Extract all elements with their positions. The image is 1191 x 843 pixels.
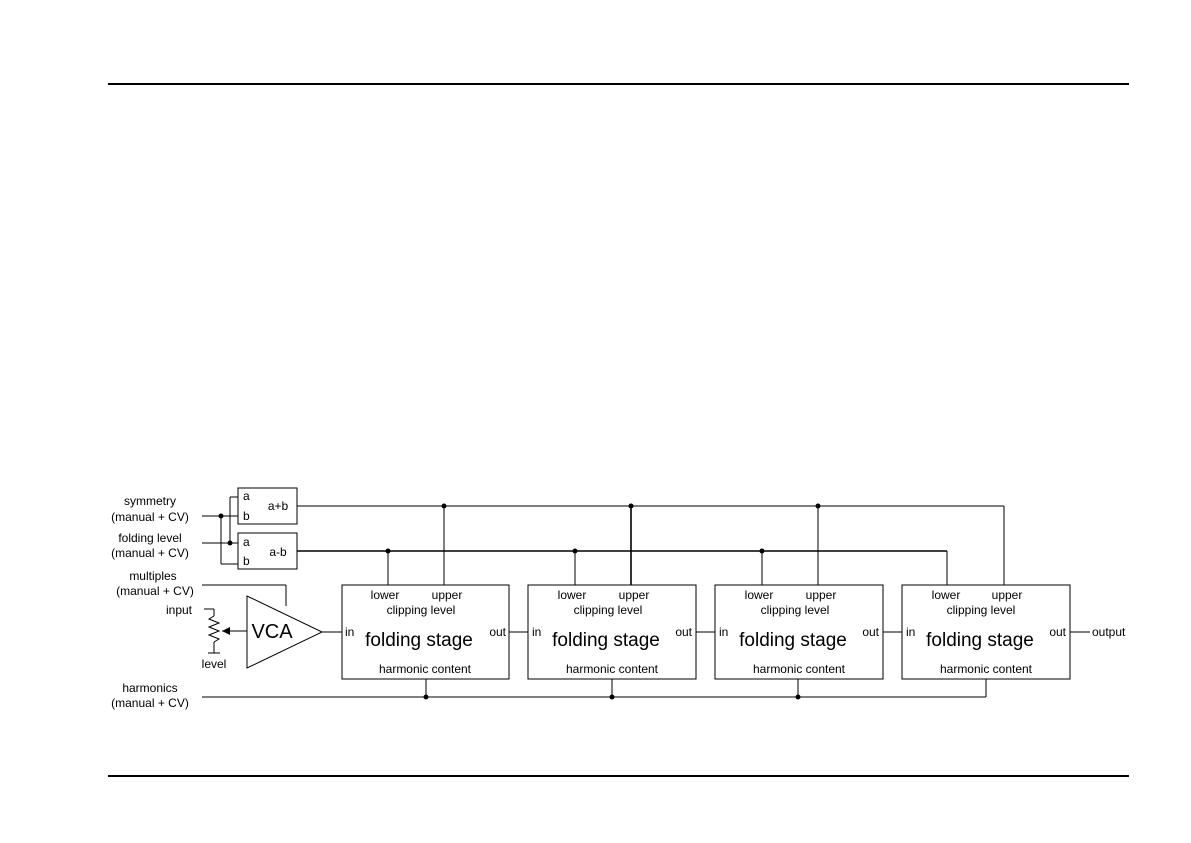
sum-a-label: a [243,489,250,503]
upper-bus [297,503,1005,585]
input-label: input [166,603,193,617]
sum-box: a b a+b [237,487,298,525]
harmonics-label: harmonics [122,681,177,695]
harmonics-sub-label: (manual + CV) [111,696,189,710]
vca-label: VCA [251,621,293,643]
stage-harmonic-label: harmonic content [753,662,846,676]
stage-title: folding stage [552,630,660,651]
stage-out-label: out [1049,625,1066,639]
stage-clipping-label: clipping level [387,603,456,617]
stage-in-label: in [532,625,541,639]
level-potentiometer [204,608,247,654]
diff-op-label: a-b [269,545,287,559]
stage-clipping-label: clipping level [947,603,1016,617]
multiples-sub-label: (manual + CV) [116,584,194,598]
stage-out-label: out [862,625,879,639]
stage-out-label: out [489,625,506,639]
stage-title: folding stage [365,630,473,651]
stage-title: folding stage [926,630,1034,651]
lower-bus [297,548,948,585]
diff-b-label: b [243,554,250,568]
input-wiring [202,496,238,565]
folding-stage-1: lower upper clipping level in out foldin… [341,584,510,680]
folding-stage-2: lower upper clipping level in out foldin… [527,584,697,680]
multiples-wiring [202,584,287,606]
stage-harmonic-label: harmonic content [566,662,659,676]
stage-upper-label: upper [432,588,463,602]
stage-lower-label: lower [932,588,961,602]
output-label: output [1092,625,1126,639]
folding-stage-4: lower upper clipping level in out foldin… [901,584,1071,680]
sum-op-label: a+b [268,499,289,513]
level-label: level [202,657,227,671]
harmonics-bus [202,679,987,700]
stage-out-label: out [675,625,692,639]
stage-upper-label: upper [992,588,1023,602]
stage-lower-label: lower [371,588,400,602]
stage-harmonic-label: harmonic content [940,662,1033,676]
sum-b-label: b [243,509,250,523]
stage-lower-label: lower [745,588,774,602]
symmetry-sub-label: (manual + CV) [111,510,189,524]
stage-clipping-label: clipping level [574,603,643,617]
symmetry-label: symmetry [124,494,176,508]
folding-stage-3: lower upper clipping level in out foldin… [714,584,884,680]
diff-a-label: a [243,535,250,549]
stage-upper-label: upper [806,588,837,602]
stage-lower-label: lower [558,588,587,602]
folding-level-sub-label: (manual + CV) [111,546,189,560]
stage-in-label: in [345,625,354,639]
stage-upper-label: upper [619,588,650,602]
stage-in-label: in [906,625,915,639]
stage-title: folding stage [739,630,847,651]
stage-in-label: in [719,625,728,639]
multiples-label: multiples [129,569,176,583]
vca: VCA [246,595,342,669]
diff-box: a b a-b [237,532,298,570]
stage-harmonic-label: harmonic content [379,662,472,676]
stage-clipping-label: clipping level [761,603,830,617]
folding-level-label: folding level [118,531,181,545]
